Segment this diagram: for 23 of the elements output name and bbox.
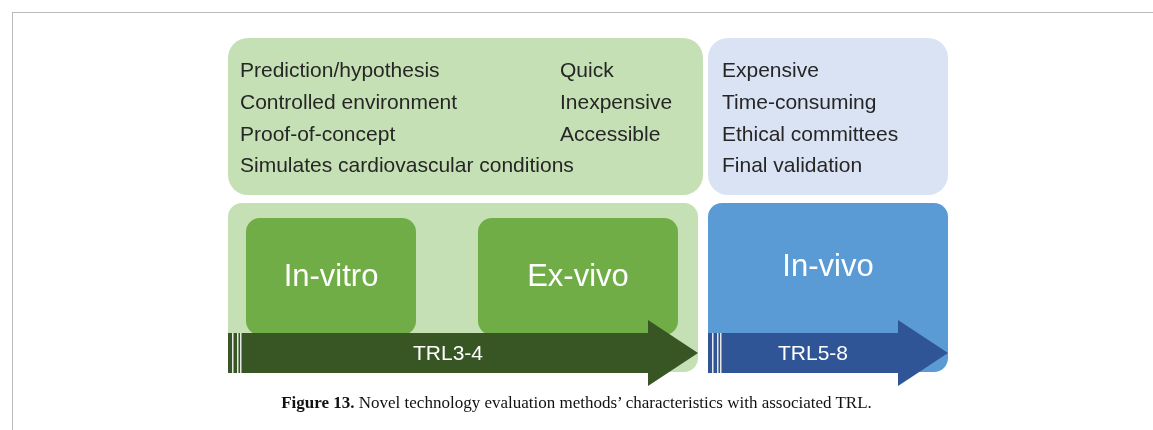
characteristic-text: Time-consuming — [722, 89, 877, 115]
characteristics-panel — [708, 38, 948, 195]
characteristic-text: Controlled environment — [240, 89, 458, 115]
trl-label: TRL5-8 — [777, 341, 849, 365]
characteristic-text: Prediction/hypothesis — [240, 57, 440, 83]
characteristic-text: Final validation — [722, 152, 863, 178]
method-box — [246, 218, 416, 335]
trl-arrow — [708, 320, 948, 386]
characteristics-panel — [228, 38, 703, 195]
characteristic-text: Inexpensive — [560, 89, 673, 115]
characteristic-text: Accessible — [560, 121, 661, 147]
method-name: In-vivo — [781, 248, 875, 284]
characteristic-text: Expensive — [722, 57, 819, 83]
method-box — [478, 218, 678, 335]
characteristic-text: Quick — [560, 57, 614, 83]
characteristic-text: Ethical committees — [722, 121, 899, 147]
method-name: Ex-vivo — [526, 258, 630, 294]
method-name: In-vitro — [282, 258, 380, 294]
trl-arrow — [228, 320, 698, 386]
characteristic-text: Proof-of-concept — [240, 121, 396, 147]
figure-caption: Figure 13. Novel technology evaluation methods’ characteristics with associated TRL. — [280, 393, 873, 413]
trl-label: TRL3-4 — [412, 341, 484, 365]
characteristic-text: Simulates cardiovascular conditions — [240, 152, 574, 178]
